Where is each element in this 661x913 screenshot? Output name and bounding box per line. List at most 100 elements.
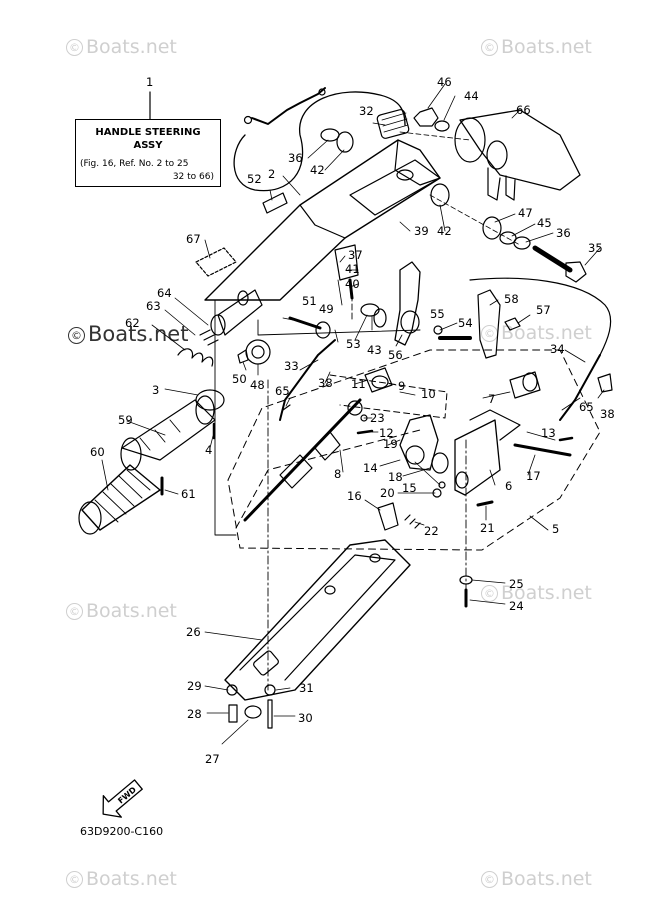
callout-60: 60 [90, 445, 105, 459]
callout-10: 10 [421, 387, 436, 401]
callout-62: 62 [125, 316, 140, 330]
label-67 [195, 247, 237, 277]
callout-32: 32 [359, 104, 374, 118]
spring-coils [199, 329, 219, 346]
watermark: ©Boats.net [481, 868, 592, 890]
bracket-6-top [469, 409, 521, 441]
washer-36 [513, 236, 531, 250]
callout-38: 38 [318, 376, 333, 390]
title-line-2: ASSY [133, 140, 163, 151]
pin-17 [513, 443, 572, 457]
cover-boss [253, 650, 279, 676]
throttle-shaft [217, 289, 263, 336]
spring-64 [177, 348, 214, 367]
callout-26: 26 [186, 625, 201, 639]
callout-41: 41 [345, 262, 360, 276]
bottom-cover-26 [224, 539, 411, 701]
assembly-dashed-outline [227, 349, 601, 551]
copyright-icon: © [481, 39, 498, 56]
callout-43: 43 [367, 343, 382, 357]
callout-50: 50 [232, 372, 247, 386]
bolt-51 [288, 316, 322, 330]
bolt-51-head [315, 321, 331, 339]
callout-66: 66 [516, 103, 531, 117]
washer-18 [431, 452, 449, 474]
callout-27: 27 [205, 752, 220, 766]
rubber-grip-60 [81, 464, 161, 531]
cable-rod-34 [559, 354, 601, 421]
bracket-boss [454, 117, 486, 163]
callout-18: 18 [388, 470, 403, 484]
bushing-42 [336, 131, 354, 153]
grip-knurls [94, 469, 151, 523]
clip-65 [282, 404, 291, 411]
block-16 [377, 502, 399, 531]
callout-58: 58 [504, 292, 519, 306]
bracket-6 [454, 419, 501, 496]
centerline [399, 131, 471, 141]
callout-38: 38 [600, 407, 615, 421]
handle-top-face [349, 159, 441, 216]
bracket-leg [487, 167, 501, 201]
watermark: ©Boats.net [481, 582, 592, 604]
watermark: ©Boats.net [68, 322, 188, 346]
title-line-1: HANDLE STEERING [95, 127, 201, 138]
callout-30: 30 [298, 711, 313, 725]
bolt-35 [532, 245, 573, 273]
callout-14: 14 [363, 461, 378, 475]
cable-grommet-32 [376, 109, 410, 139]
callout-15: 15 [402, 481, 417, 495]
cable-end-eye [318, 88, 326, 96]
callout-34: 34 [550, 342, 565, 356]
bracket-hole [455, 471, 469, 489]
screw-12 [356, 429, 374, 435]
grommet-27 [244, 705, 262, 719]
rod-end [347, 400, 363, 416]
callout-56: 56 [388, 348, 403, 362]
subassembly-dashed-box [329, 374, 448, 419]
bushing-47 [482, 216, 502, 240]
copyright-icon: © [66, 603, 83, 620]
centerline [429, 194, 521, 246]
callout-67: 67 [186, 232, 201, 246]
plate-58 [477, 289, 501, 359]
rod-coupler [279, 454, 313, 489]
washer-31 [264, 684, 276, 696]
watermark: ©Boats.net [66, 600, 177, 622]
callout-23: 23 [370, 411, 385, 425]
bushing-43 [373, 308, 387, 328]
lever-56 [394, 261, 421, 346]
steering-handle-arm [204, 139, 441, 301]
callout-42: 42 [437, 224, 452, 238]
copyright-icon: © [481, 585, 498, 602]
knob-48 [245, 339, 271, 365]
clip-38 [597, 373, 613, 393]
rod-joint [314, 431, 341, 461]
callout-44: 44 [464, 89, 479, 103]
bolt-head-35 [565, 261, 587, 283]
cable-end-eye [243, 115, 253, 125]
nut-50 [237, 349, 249, 364]
callout-35: 35 [588, 241, 603, 255]
lever-boss [400, 310, 420, 334]
plate-52 [262, 192, 288, 214]
callout-51: 51 [302, 294, 317, 308]
throttle-rod-8 [243, 398, 362, 522]
plate-hole [405, 445, 425, 465]
callout-12: 12 [379, 426, 394, 440]
callout-42: 42 [310, 163, 325, 177]
callout-20: 20 [380, 486, 395, 500]
watermark: ©Boats.net [66, 36, 177, 58]
bracket-hole [371, 375, 389, 389]
part-15 [438, 481, 446, 489]
callout-11: 11 [351, 377, 366, 391]
leader-lines [101, 83, 605, 745]
copyright-icon: © [66, 871, 83, 888]
callout-45: 45 [537, 216, 552, 230]
washer-45 [499, 231, 517, 245]
callout-16: 16 [347, 489, 362, 503]
callout-8: 8 [334, 467, 341, 481]
callout-59: 59 [118, 413, 133, 427]
cover-inner [239, 554, 396, 681]
